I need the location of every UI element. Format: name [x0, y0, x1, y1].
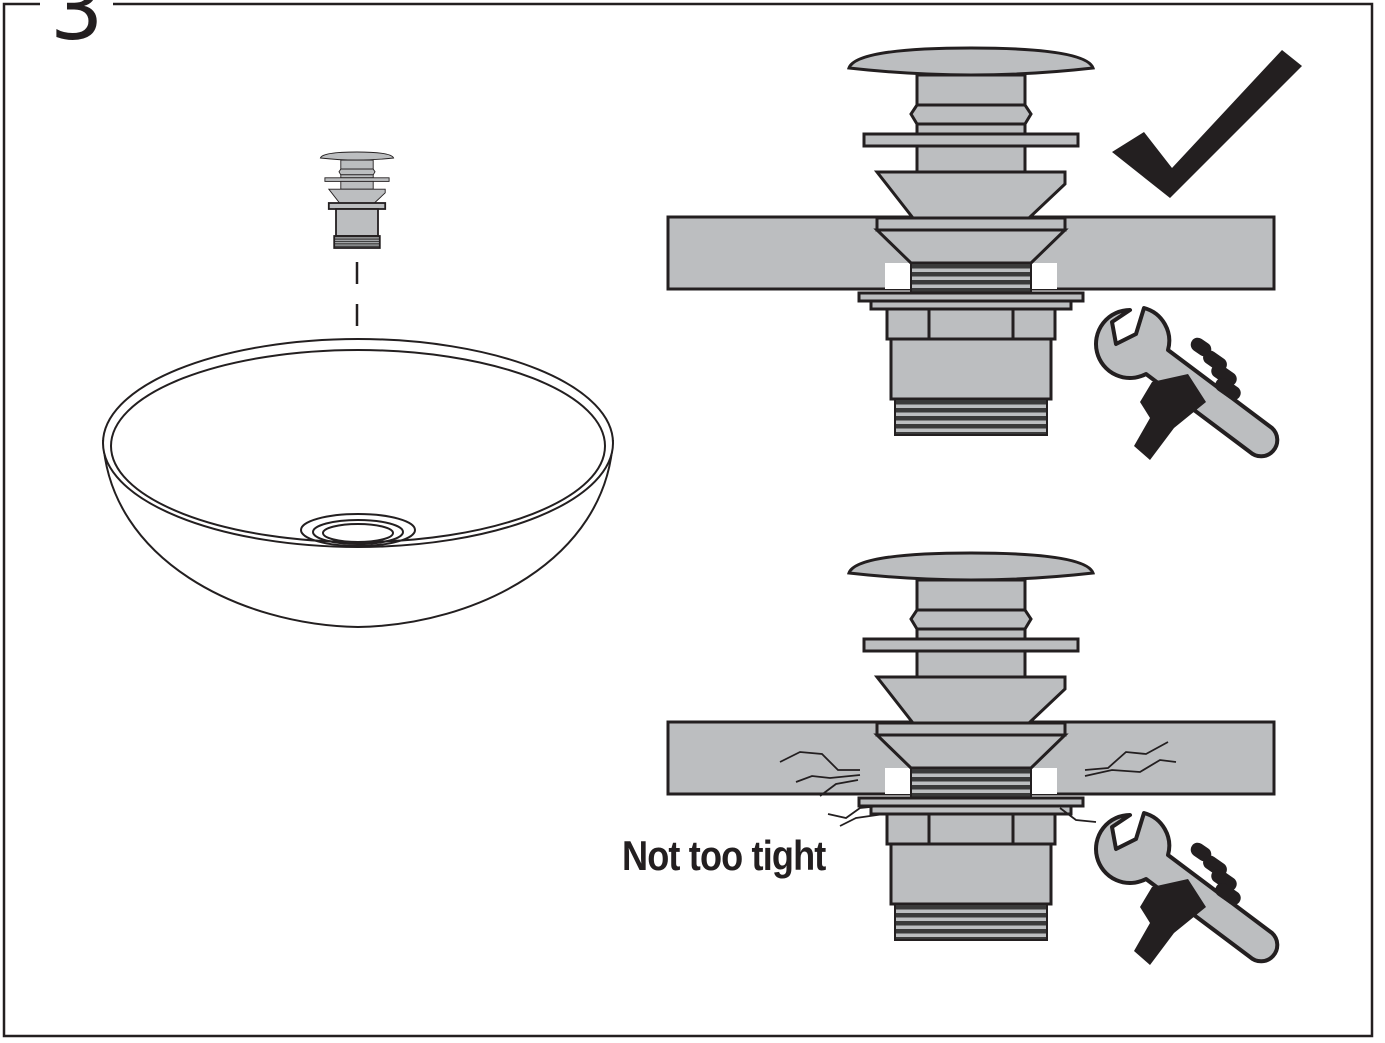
vessel-sink-bowl — [102, 338, 614, 629]
crack-lines — [779, 741, 1177, 827]
wrench-in-hand-icon — [1094, 306, 1280, 462]
wrench-in-hand-icon — [1094, 811, 1280, 967]
warning-caption: Not too tight — [622, 832, 826, 879]
pop-up-waste-small — [319, 151, 395, 249]
correct-installation-diagram — [666, 46, 1302, 462]
checkmark-icon — [1112, 50, 1302, 198]
step-number: 3 — [40, 0, 114, 52]
over-tightened-diagram — [666, 551, 1280, 967]
